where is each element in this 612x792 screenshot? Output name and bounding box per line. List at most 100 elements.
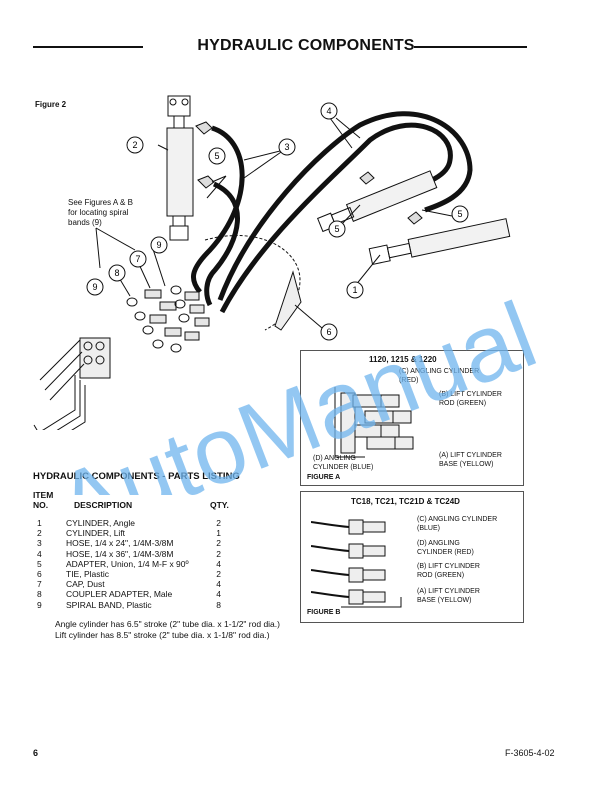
svg-text:8: 8 [114, 268, 119, 278]
callout-line: BASE (YELLOW) [417, 596, 472, 604]
callout-line: (D) ANGLING [313, 455, 356, 462]
lift-cylinder-drawing [166, 95, 194, 241]
callout-9: 9 [150, 236, 168, 254]
callout-line: ROD (GREEN) [417, 571, 465, 579]
spiral-band-note-line: for locating spiral [68, 208, 129, 217]
tractor-valve-drawing [33, 337, 111, 430]
callout-8: 8 [108, 264, 126, 282]
item-number: 3 [37, 538, 42, 549]
item-number: 7 [37, 579, 42, 590]
callout-5: 5 [451, 205, 469, 223]
item-description: CAP, Dust [66, 579, 105, 590]
callout-5: 5 [328, 220, 346, 238]
callout-line: (D) ANGLING [417, 540, 460, 547]
item-number: 9 [37, 599, 42, 610]
item-quantity: 8 [216, 599, 221, 610]
callout-2: 2 [126, 136, 144, 154]
page-number: 6 [33, 748, 39, 758]
item-number: 1 [37, 518, 42, 528]
figure-b-heading: TC18, TC21, TC21D & TC24D [351, 497, 460, 506]
item-number: 5 [37, 558, 42, 569]
document-code: F-3605-4-02 [505, 748, 555, 758]
svg-text:7: 7 [135, 254, 140, 264]
item-quantity: 2 [216, 548, 221, 559]
figure-b-callout-b: (B) LIFT CYLINDER ROD (GREEN) [417, 563, 480, 580]
item-quantity: 2 [216, 538, 221, 549]
table-row: 4 HOSE, 1/4 x 36", 1/4M-3/8M 2 [37, 549, 237, 559]
figure-b-diagram [311, 519, 402, 608]
table-row: 3 HOSE, 1/4 x 24", 1/4M-3/8M 2 [37, 538, 237, 548]
callout-7: 7 [129, 250, 147, 268]
svg-text:3: 3 [284, 142, 289, 152]
angle-cylinder-lower-drawing [368, 218, 511, 266]
item-number: 4 [37, 548, 42, 559]
figure-b-label: FIGURE B [307, 609, 341, 616]
column-header-item: ITEM NO. [33, 490, 54, 510]
figure-b-callout-c: (C) ANGLING CYLINDER (BLUE) [417, 516, 497, 533]
svg-text:2: 2 [132, 140, 137, 150]
page-title: HYDRAULIC COMPONENTS [197, 37, 415, 54]
item-quantity: 4 [216, 589, 221, 600]
callout-3: 3 [278, 138, 296, 156]
figure-a-callout-d: (D) ANGLING CYLINDER (BLUE) [313, 455, 373, 472]
callout-9: 9 [86, 278, 104, 296]
svg-text:9: 9 [92, 282, 97, 292]
callout-line: BASE (YELLOW) [439, 460, 494, 468]
column-header-item-line: ITEM [33, 490, 54, 500]
figure-a-heading: 1120, 1215 & 1220 [369, 355, 437, 364]
callout-line: (RED) [399, 376, 419, 384]
figure-a-callout-b: (B) LIFT CYLINDER ROD (GREEN) [439, 391, 502, 408]
figure-b-callout-a: (A) LIFT CYLINDER BASE (YELLOW) [417, 588, 480, 605]
spiral-band-note: See Figures A & B for locating spiral ba… [68, 198, 133, 228]
figure-a-callout-c: (C) ANGLING CYLINDER (RED) [399, 368, 479, 385]
item-quantity: 4 [216, 558, 221, 569]
callout-line: (A) LIFT CYLINDER [439, 452, 502, 459]
callout-line: (BLUE) [417, 524, 440, 532]
svg-text:5: 5 [334, 224, 339, 234]
svg-text:5: 5 [214, 151, 219, 161]
item-number: 2 [37, 528, 42, 539]
callout-line: (C) ANGLING CYLINDER [399, 368, 480, 375]
callout-5: 5 [208, 147, 226, 165]
svg-text:5: 5 [457, 209, 462, 219]
cylinder-note: Lift cylinder has 8.5" stroke (2" tube d… [55, 630, 270, 640]
header-rule-right [414, 46, 527, 48]
spiral-band-note-line: See Figures A & B [68, 198, 133, 207]
cylinder-note: Angle cylinder has 6.5" stroke (2" tube … [55, 619, 280, 629]
figure-2-label: Figure 2 [35, 100, 67, 109]
figure-a-diagram [334, 387, 414, 458]
figure-2-diagram: 2 5 3 4 5 5 1 6 7 8 9 9 [33, 95, 511, 430]
angle-cylinder-upper-drawing [316, 170, 438, 233]
callout-line: CYLINDER (BLUE) [313, 463, 374, 471]
column-header-description: DESCRIPTION [74, 500, 133, 510]
item-description: HOSE, 1/4 x 36", 1/4M-3/8M [66, 548, 174, 559]
item-description: CYLINDER, Lift [66, 528, 126, 539]
item-quantity: 1 [216, 528, 221, 539]
column-header-qty: QTY. [210, 500, 229, 510]
callout-line: (A) LIFT CYLINDER [417, 588, 480, 595]
callout-6: 6 [320, 323, 338, 341]
figure-a-box: 1120, 1215 & 1220 (C) ANGLING CYLINDER (… [300, 350, 524, 486]
header-rule-left [33, 46, 143, 48]
svg-text:9: 9 [156, 240, 161, 250]
callout-line: (B) LIFT CYLINDER [417, 563, 480, 570]
figure-b-callout-d: (D) ANGLING CYLINDER (RED) [417, 540, 474, 557]
table-row: 5 ADAPTER, Union, 1/4 M-F x 90º 4 [37, 559, 237, 569]
callout-4: 4 [320, 102, 338, 120]
item-description: HOSE, 1/4 x 24", 1/4M-3/8M [66, 538, 174, 549]
svg-text:6: 6 [326, 327, 331, 337]
figure-a-label: FIGURE A [307, 474, 341, 481]
figure-a-callout-a: (A) LIFT CYLINDER BASE (YELLOW) [439, 452, 502, 469]
callout-line: (C) ANGLING CYLINDER [417, 516, 498, 523]
parts-listing-title: HYDRAULIC COMPONENTS - PARTS LISTING [33, 471, 240, 482]
spiral-band-note-line: bands (9) [68, 218, 102, 227]
item-description: ADAPTER, Union, 1/4 M-F x 90º [66, 558, 189, 569]
item-description: CYLINDER, Angle [66, 518, 135, 528]
callout-line: ROD (GREEN) [439, 399, 487, 407]
